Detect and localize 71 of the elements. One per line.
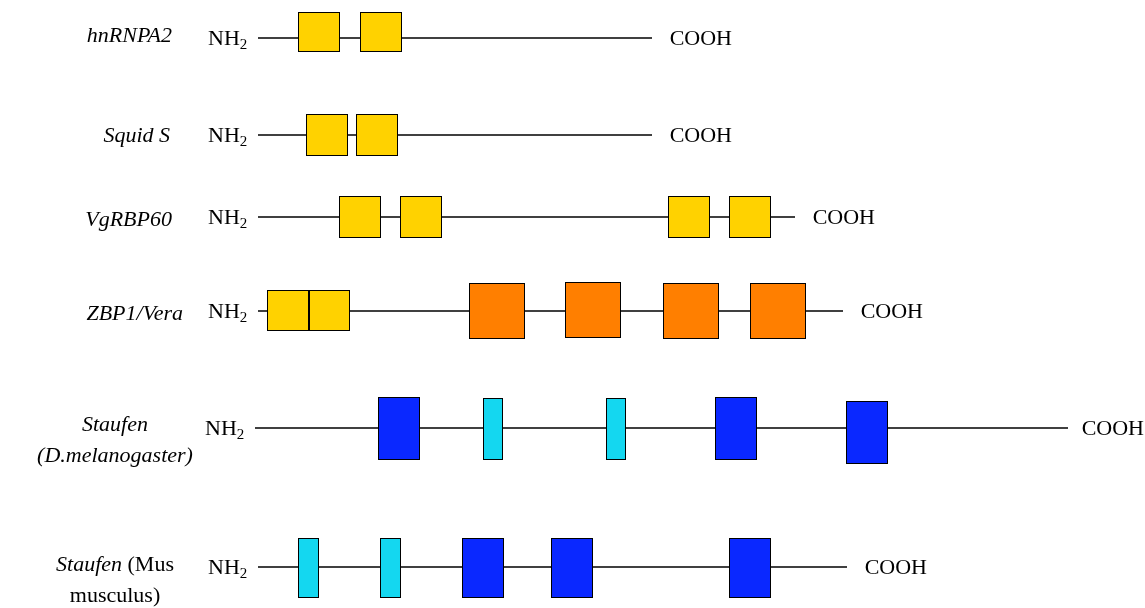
backbone-line: [257, 566, 299, 568]
domain-box: [715, 397, 757, 460]
backbone-line: [347, 134, 357, 136]
domain-box: [306, 114, 348, 156]
domain-box: [462, 538, 504, 598]
backbone-line: [524, 310, 566, 312]
terminus-label: COOH: [795, 204, 875, 230]
backbone-line: [770, 566, 848, 568]
protein-name: Staufen (D.melanogaster): [36, 410, 194, 469]
backbone-line: [805, 310, 844, 312]
backbone-line: [756, 427, 847, 429]
backbone-line: [318, 566, 381, 568]
protein-name: Staufen (Mus musculus): [55, 550, 175, 608]
backbone-line: [502, 427, 607, 429]
backbone-line: [709, 216, 730, 218]
terminus-label: COOH: [843, 298, 923, 324]
protein-name: Squid S: [102, 121, 170, 149]
backbone-line: [257, 216, 340, 218]
domain-box: [360, 12, 402, 52]
protein-name: VgRBP60: [84, 205, 172, 233]
domain-box: [298, 538, 319, 598]
backbone-line: [380, 216, 401, 218]
domain-box: [663, 283, 719, 339]
backbone-line: [419, 427, 484, 429]
domain-box: [750, 283, 806, 339]
backbone-line: [254, 427, 379, 429]
domain-box: [378, 397, 420, 460]
backbone-line: [401, 37, 653, 39]
domain-box: [483, 398, 503, 460]
backbone-line: [625, 427, 716, 429]
backbone-line: [592, 566, 730, 568]
terminus-label: COOH: [847, 554, 927, 580]
domain-box: [356, 114, 398, 156]
terminus-label: NH$_{2}$: [208, 298, 258, 324]
domain-box: [400, 196, 442, 238]
backbone-line: [887, 427, 1069, 429]
backbone-line: [349, 310, 470, 312]
terminus-label: COOH: [652, 25, 732, 51]
domain-box: [606, 398, 626, 460]
backbone-line: [257, 134, 307, 136]
domain-box: [729, 196, 771, 238]
domain-box: [668, 196, 710, 238]
domain-box: [565, 282, 621, 338]
terminus-label: COOH: [1068, 415, 1144, 441]
backbone-line: [257, 37, 299, 39]
domain-box: [551, 538, 593, 598]
terminus-label: NH$_{2}$: [205, 415, 255, 441]
backbone-line: [397, 134, 653, 136]
domain-box: [380, 538, 401, 598]
terminus-label: NH$_{2}$: [208, 204, 258, 230]
protein-name: hnRNPA2: [85, 21, 172, 49]
terminus-label: NH$_{2}$: [208, 554, 258, 580]
backbone-line: [441, 216, 669, 218]
backbone-line: [257, 310, 268, 312]
backbone-line: [503, 566, 552, 568]
backbone-line: [339, 37, 361, 39]
protein-name: ZBP1/Vera: [85, 299, 183, 327]
terminus-label: NH$_{2}$: [208, 25, 258, 51]
backbone-line: [718, 310, 751, 312]
terminus-label: COOH: [652, 122, 732, 148]
backbone-line: [400, 566, 463, 568]
domain-box: [846, 401, 888, 464]
domain-box: [267, 290, 309, 331]
terminus-label: NH$_{2}$: [208, 122, 258, 148]
domain-box: [469, 283, 525, 339]
backbone-line: [770, 216, 796, 218]
domain-box: [729, 538, 771, 598]
domain-box: [298, 12, 340, 52]
domain-box: [309, 290, 350, 331]
domain-box: [339, 196, 381, 238]
backbone-line: [620, 310, 664, 312]
